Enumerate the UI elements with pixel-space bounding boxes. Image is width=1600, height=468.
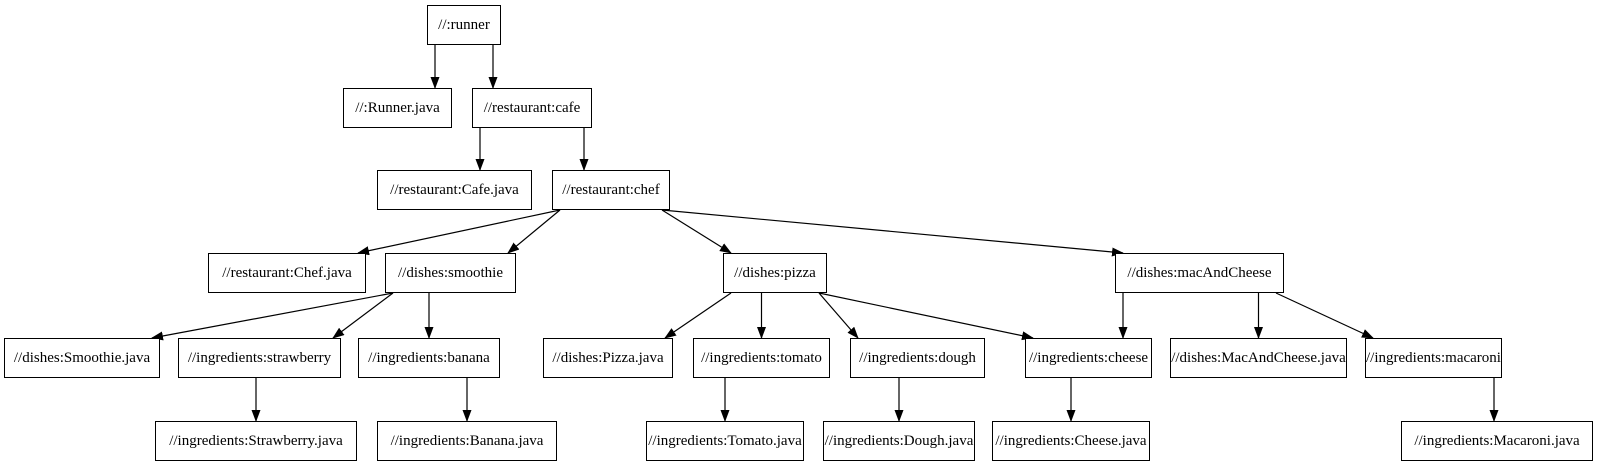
graph-node-strawberry: //ingredients:strawberry (178, 338, 341, 378)
graph-node-banana: //ingredients:banana (358, 338, 500, 378)
graph-node-pizza-java: //dishes:Pizza.java (543, 338, 673, 378)
graph-node-chef: //restaurant:chef (552, 170, 670, 210)
edge-smoothie-to-smoothie-java (151, 292, 394, 341)
graph-node-banana-java: //ingredients:Banana.java (377, 421, 557, 461)
edge-chef-to-chef-java (357, 209, 561, 256)
graph-node-macaroni-java: //ingredients:Macaroni.java (1401, 421, 1593, 461)
graph-node-smoothie: //dishes:smoothie (385, 253, 516, 293)
edge-chef-to-smoothie (507, 209, 561, 254)
graph-node-cafe: //restaurant:cafe (472, 88, 592, 128)
graph-node-cafe-java: //restaurant:Cafe.java (377, 170, 532, 210)
edge-chef-to-mac-and-cheese (661, 209, 1124, 257)
edge-chef-to-pizza (661, 209, 732, 254)
graph-node-mac-and-cheese-java: //dishes:MacAndCheese.java (1170, 338, 1347, 378)
graph-node-tomato: //ingredients:tomato (693, 338, 830, 378)
graph-node-cheese-java: //ingredients:Cheese.java (992, 421, 1150, 461)
graph-node-strawberry-java: //ingredients:Strawberry.java (155, 421, 357, 461)
graph-node-dough: //ingredients:dough (850, 338, 985, 378)
graph-node-tomato-java: //ingredients:Tomato.java (646, 421, 804, 461)
edge-pizza-to-pizza-java (664, 292, 732, 339)
graph-node-dough-java: //ingredients:Dough.java (823, 421, 975, 461)
graph-node-macaroni: //ingredients:macaroni (1365, 338, 1502, 378)
graph-node-runner: //:runner (427, 5, 501, 45)
graph-node-pizza: //dishes:pizza (723, 253, 827, 293)
graph-node-cheese: //ingredients:cheese (1025, 338, 1152, 378)
graph-node-mac-and-cheese: //dishes:macAndCheese (1115, 253, 1284, 293)
edge-pizza-to-dough (818, 292, 859, 339)
graph-node-runner-java: //:Runner.java (343, 88, 452, 128)
graph-node-chef-java: //restaurant:Chef.java (208, 253, 366, 293)
edge-pizza-to-cheese (818, 292, 1034, 341)
graph-node-smoothie-java: //dishes:Smoothie.java (4, 338, 160, 378)
edge-mac-and-cheese-to-macaroni (1275, 292, 1374, 339)
edge-smoothie-to-strawberry (332, 292, 394, 339)
